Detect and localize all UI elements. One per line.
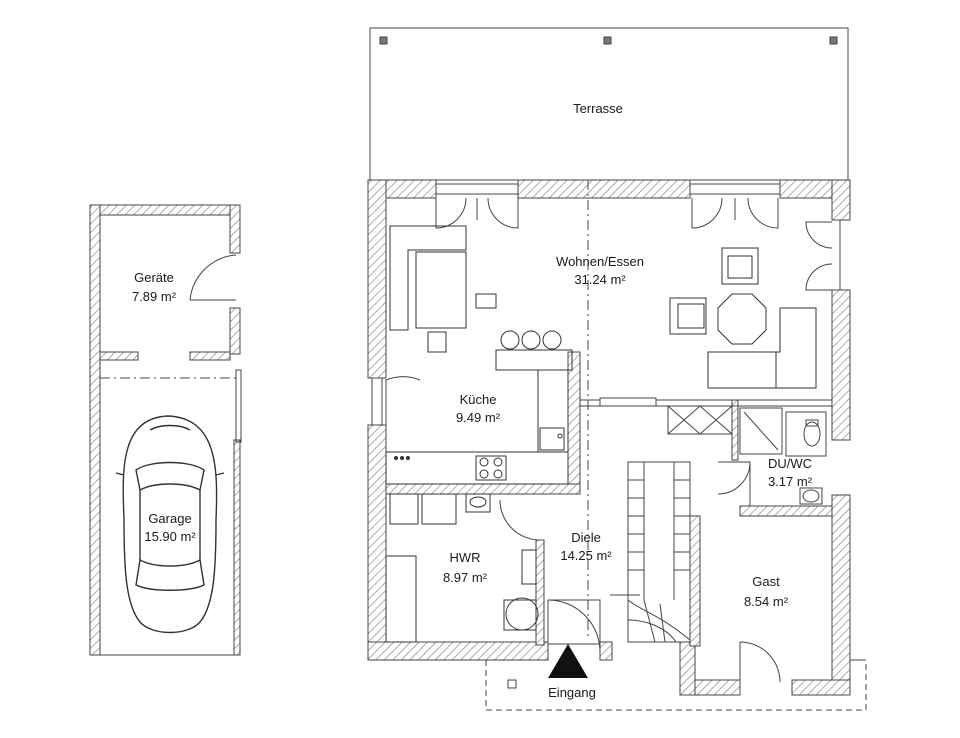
wall bbox=[791, 679, 851, 696]
door-swing bbox=[717, 461, 751, 495]
wall bbox=[831, 289, 851, 441]
wall bbox=[99, 351, 139, 361]
wall bbox=[233, 439, 241, 656]
entrance-label: Eingang bbox=[548, 685, 596, 700]
room-name-geraete: Geräte bbox=[134, 270, 174, 285]
wall bbox=[385, 483, 581, 495]
room-area-garage: 15.90 m² bbox=[144, 529, 196, 544]
wall bbox=[731, 399, 739, 461]
wall bbox=[367, 179, 387, 379]
room-area-gast: 8.54 m² bbox=[744, 594, 789, 609]
room-name-gast: Gast bbox=[752, 574, 780, 589]
door-swing bbox=[747, 197, 779, 229]
room-name-diele: Diele bbox=[571, 530, 601, 545]
kitchen-furniture bbox=[385, 225, 573, 485]
wall bbox=[189, 351, 231, 361]
door-swing bbox=[189, 254, 237, 301]
room-area-hwr: 8.97 m² bbox=[443, 570, 488, 585]
entrance-arrow-icon bbox=[548, 644, 588, 678]
door-swing bbox=[385, 376, 421, 425]
wall bbox=[89, 204, 101, 656]
wall bbox=[367, 424, 387, 661]
door-swing bbox=[499, 499, 541, 541]
door-swing bbox=[435, 197, 467, 229]
garage-building bbox=[89, 204, 241, 656]
wall bbox=[229, 204, 241, 254]
wall bbox=[89, 204, 241, 216]
hwr-furniture bbox=[385, 493, 539, 643]
room-name-terrasse: Terrasse bbox=[573, 101, 623, 116]
wall bbox=[679, 641, 696, 696]
room-area-diele: 14.25 m² bbox=[560, 548, 612, 563]
door-swing bbox=[547, 599, 601, 653]
wall bbox=[517, 179, 691, 199]
room-area-kueche: 9.49 m² bbox=[456, 410, 501, 425]
room-name-garage: Garage bbox=[148, 511, 191, 526]
room-name-kueche: Küche bbox=[460, 392, 497, 407]
wall bbox=[689, 515, 701, 647]
door-swing bbox=[805, 263, 833, 291]
room-name-duwc: DU/WC bbox=[768, 456, 812, 471]
door-swing bbox=[805, 221, 833, 249]
room-area-duwc: 3.17 m² bbox=[768, 474, 813, 489]
door-swing bbox=[487, 197, 519, 229]
wall bbox=[229, 307, 241, 355]
room-name-wohnen: Wohnen/Essen bbox=[556, 254, 644, 269]
wall bbox=[535, 539, 545, 646]
wall bbox=[599, 641, 613, 661]
wall bbox=[831, 494, 851, 696]
door-swing bbox=[691, 197, 723, 229]
room-name-hwr: HWR bbox=[449, 550, 480, 565]
wall bbox=[831, 179, 851, 221]
door-swing bbox=[739, 641, 781, 683]
car-symbol bbox=[115, 415, 225, 634]
room-area-wohnen: 31.24 m² bbox=[574, 272, 626, 287]
house-lines bbox=[371, 180, 867, 711]
room-area-geraete: 7.89 m² bbox=[132, 289, 177, 304]
wall bbox=[367, 641, 549, 661]
wall bbox=[739, 505, 833, 517]
living-furniture bbox=[669, 247, 817, 389]
garage-lines bbox=[96, 254, 242, 656]
wall bbox=[567, 351, 581, 493]
